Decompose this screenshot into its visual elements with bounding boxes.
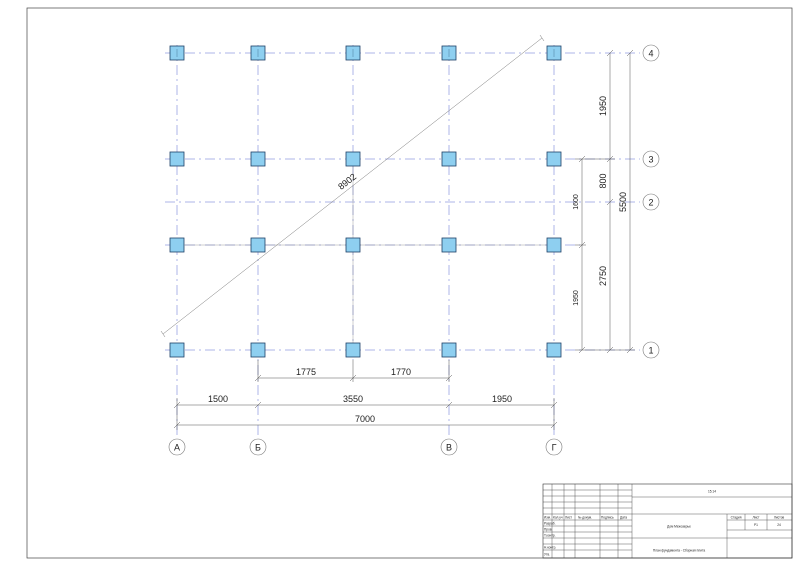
dim-tick bbox=[254, 401, 262, 409]
dim-tick bbox=[626, 49, 634, 57]
dim-1600: 1600 bbox=[573, 194, 580, 210]
tb-code: 15.14 bbox=[708, 490, 716, 494]
column-crosshairs bbox=[176, 49, 555, 57]
tb-role-utv: Утв. bbox=[544, 553, 550, 557]
axis-label-1: 1 bbox=[648, 346, 653, 356]
tb-stage-label: Стадия bbox=[731, 516, 742, 520]
tb-sheet-value: Р1 bbox=[754, 523, 758, 527]
axis-circle-1 bbox=[642, 341, 660, 359]
dim-tick bbox=[606, 155, 614, 163]
title-block-grid bbox=[543, 484, 792, 558]
tb-header-izm: Изм. bbox=[544, 516, 551, 520]
tb-header-ndok: № докум. bbox=[578, 516, 592, 520]
tb-sheets-label: Листов bbox=[774, 516, 785, 520]
column bbox=[441, 237, 457, 253]
axis-label-V: В bbox=[446, 443, 452, 453]
column bbox=[169, 151, 185, 167]
dim-tick bbox=[606, 346, 614, 354]
column bbox=[345, 237, 361, 253]
dim-2750: 2750 bbox=[598, 266, 608, 286]
diagonal-line bbox=[162, 37, 543, 335]
dim-3550: 3550 bbox=[343, 394, 363, 404]
dim-tick bbox=[254, 374, 262, 382]
column bbox=[546, 342, 562, 358]
tb-header-data: Дата bbox=[620, 516, 627, 520]
dim-1950-right: 1950 bbox=[573, 290, 580, 306]
tb-sheets-value: 24 bbox=[777, 523, 781, 527]
column bbox=[345, 151, 361, 167]
dim-tick bbox=[173, 421, 181, 429]
column bbox=[546, 237, 562, 253]
column bbox=[546, 151, 562, 167]
sheet-border bbox=[26, 7, 793, 559]
dim-tick bbox=[578, 241, 586, 249]
column bbox=[441, 342, 457, 358]
dim-5500: 5500 bbox=[618, 192, 628, 212]
axis-circle-2 bbox=[642, 193, 660, 211]
axis-markers-letters bbox=[168, 438, 563, 456]
bottom-dimensions bbox=[173, 360, 558, 430]
column bbox=[250, 151, 266, 167]
title-block: Изм. Кол.уч Лист № докум. Подпись Дата Р… bbox=[542, 483, 793, 559]
column bbox=[441, 151, 457, 167]
axis-circle-G bbox=[545, 438, 563, 456]
diagonal-measure: 8902 bbox=[160, 34, 545, 338]
dim-1775: 1775 bbox=[296, 367, 316, 377]
dim-tick bbox=[578, 155, 586, 163]
diagonal-tick bbox=[160, 330, 166, 338]
dim-1770: 1770 bbox=[391, 367, 411, 377]
column bbox=[250, 342, 266, 358]
column bbox=[169, 237, 185, 253]
axis-circle-3 bbox=[642, 150, 660, 168]
dim-tick bbox=[550, 401, 558, 409]
tb-header-podpis: Подпись bbox=[601, 516, 614, 520]
tb-role-razrab: Разраб. bbox=[544, 522, 556, 526]
tb-role-prov: Пров. bbox=[544, 528, 553, 532]
dim-tick bbox=[578, 346, 586, 354]
tb-header-koluch: Кол.уч bbox=[553, 516, 563, 520]
axis-label-B: Б bbox=[255, 443, 261, 453]
tb-header-list: Лист bbox=[565, 516, 572, 520]
axis-markers-numbers bbox=[642, 44, 660, 359]
dim-tick bbox=[550, 421, 558, 429]
right-dimensions bbox=[575, 49, 635, 354]
tb-project-name: Дом Межозерье bbox=[667, 525, 691, 529]
axis-circle-V bbox=[440, 438, 458, 456]
dim-tick bbox=[349, 374, 357, 382]
diagonal-label: 8902 bbox=[336, 172, 358, 192]
title-block-frame bbox=[542, 483, 793, 559]
axis-circle-4 bbox=[642, 44, 660, 62]
tb-role-tkontr: Т.контр. bbox=[544, 534, 556, 538]
axis-label-A: А bbox=[174, 443, 180, 453]
column bbox=[250, 237, 266, 253]
dim-tick bbox=[173, 401, 181, 409]
axis-label-4: 4 bbox=[648, 49, 653, 59]
dim-tick bbox=[445, 401, 453, 409]
axis-label-3: 3 bbox=[648, 155, 653, 165]
tb-sheet-title: План фундамента - Сборная плита bbox=[653, 549, 706, 553]
dim-tick bbox=[445, 374, 453, 382]
tb-role-nkontr: Н.контр. bbox=[544, 546, 556, 550]
dim-tick bbox=[626, 346, 634, 354]
beam-lines bbox=[177, 159, 554, 350]
dim-1500: 1500 bbox=[208, 394, 228, 404]
dim-tick bbox=[606, 198, 614, 206]
tb-sheet-label: Лист bbox=[753, 516, 760, 520]
dim-tick bbox=[606, 49, 614, 57]
dim-800: 800 bbox=[598, 173, 608, 188]
axis-circle-A bbox=[168, 438, 186, 456]
axis-label-G: Г bbox=[552, 443, 557, 453]
axis-circle-B bbox=[249, 438, 267, 456]
dim-1950-bottom: 1950 bbox=[492, 394, 512, 404]
dim-1950-top: 1950 bbox=[598, 96, 608, 116]
diagonal-tick bbox=[539, 34, 545, 42]
column bbox=[345, 342, 361, 358]
axis-grid-lines bbox=[165, 45, 640, 440]
axis-label-2: 2 bbox=[648, 198, 653, 208]
column bbox=[169, 342, 185, 358]
dim-7000: 7000 bbox=[355, 414, 375, 424]
columns bbox=[169, 45, 562, 358]
